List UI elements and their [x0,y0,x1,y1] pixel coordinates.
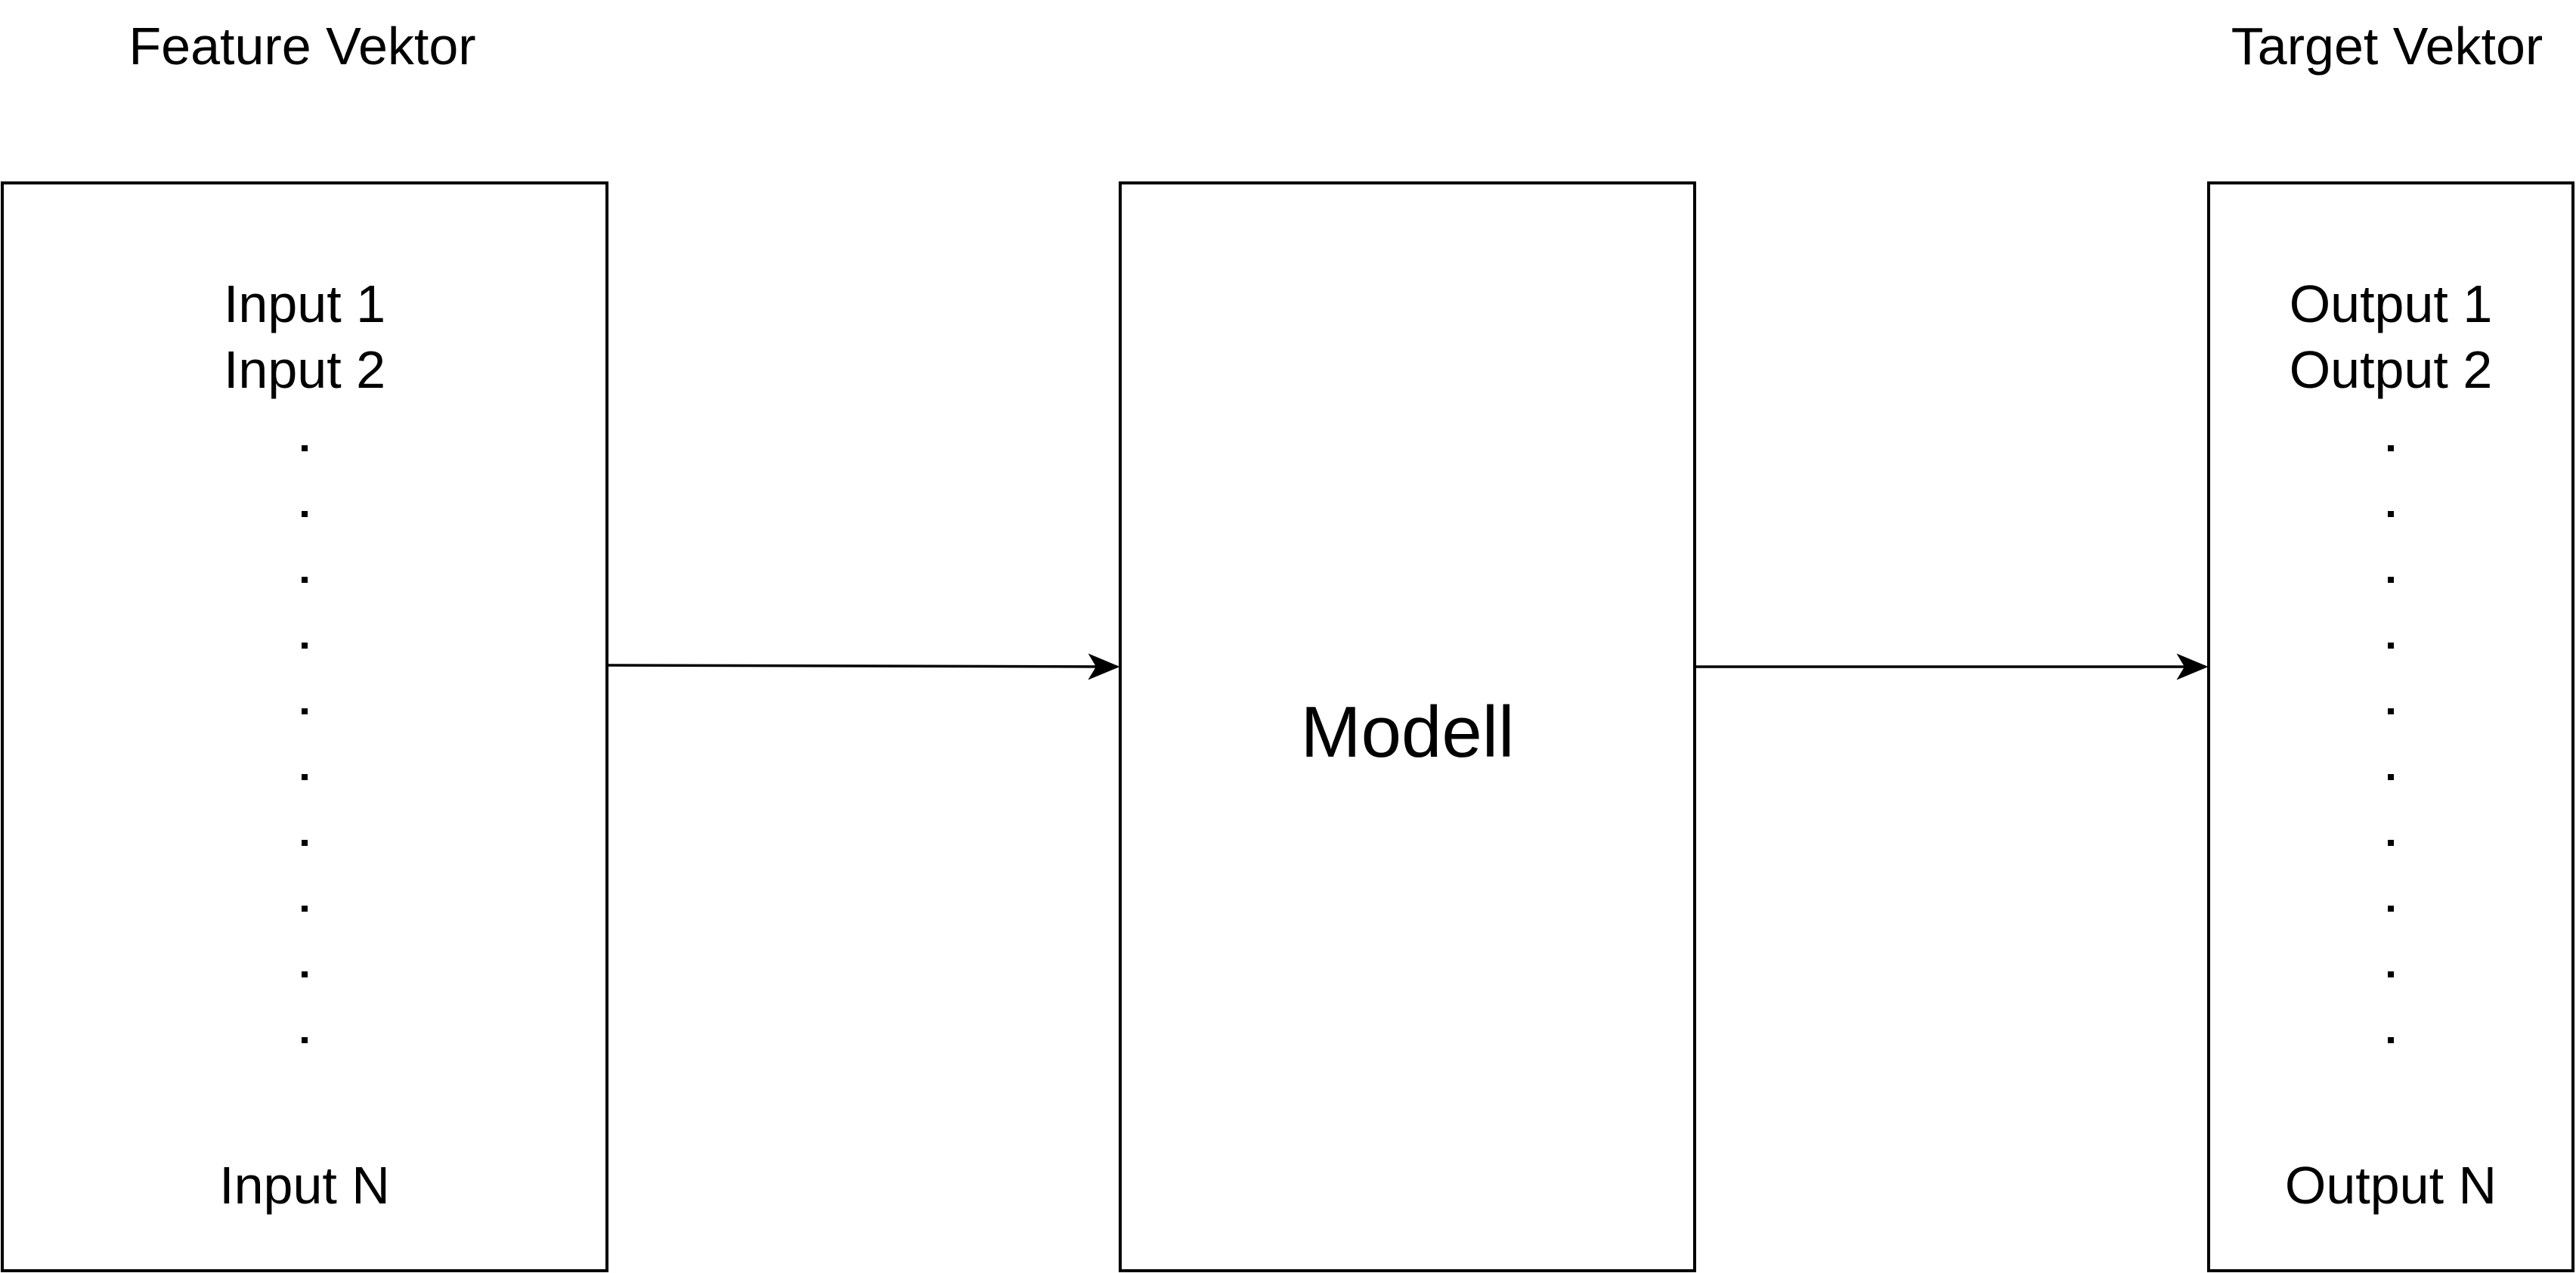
ellipsis-dot [2388,840,2394,846]
ellipsis-dot [302,643,308,649]
ellipsis-dot [302,1037,308,1043]
ellipsis-dot [2388,577,2394,583]
input-to-model-arrow [608,653,1120,680]
ellipsis-dot [302,445,308,451]
model-label: Modell [1300,692,1515,773]
input-1-label: Input 1 [223,274,386,333]
ellipsis-dot [2388,511,2394,517]
target-vector-heading: Target Vektor [2231,17,2543,76]
input-n-label: Input N [219,1156,390,1215]
ellipsis-dot [2388,445,2394,451]
ellipsis-dot [2388,1037,2394,1043]
ellipsis-dot [302,577,308,583]
output-n-label: Output N [2284,1156,2497,1215]
ellipsis-dot [302,906,308,912]
ellipsis-dot [2388,774,2394,780]
feature-vector-box: Input 1 Input 2 Input N [1,181,608,1272]
output-2-label: Output 2 [2289,340,2493,399]
target-vector-box: Output 1 Output 2 Output N [2207,181,2574,1272]
ellipsis-dot [2388,906,2394,912]
feature-vector-heading: Feature Vektor [128,17,476,76]
ellipsis-dot [2388,708,2394,714]
ellipsis-dot [2388,971,2394,977]
input-2-label: Input 2 [223,340,386,399]
ellipsis-dot [302,774,308,780]
output-1-label: Output 1 [2289,274,2493,333]
model-box: Modell [1119,181,1696,1272]
ellipsis-dot [302,840,308,846]
ellipsis-dot [302,971,308,977]
ellipsis-dot [302,708,308,714]
ellipsis-dot [302,511,308,517]
ellipsis-dot [2388,643,2394,649]
